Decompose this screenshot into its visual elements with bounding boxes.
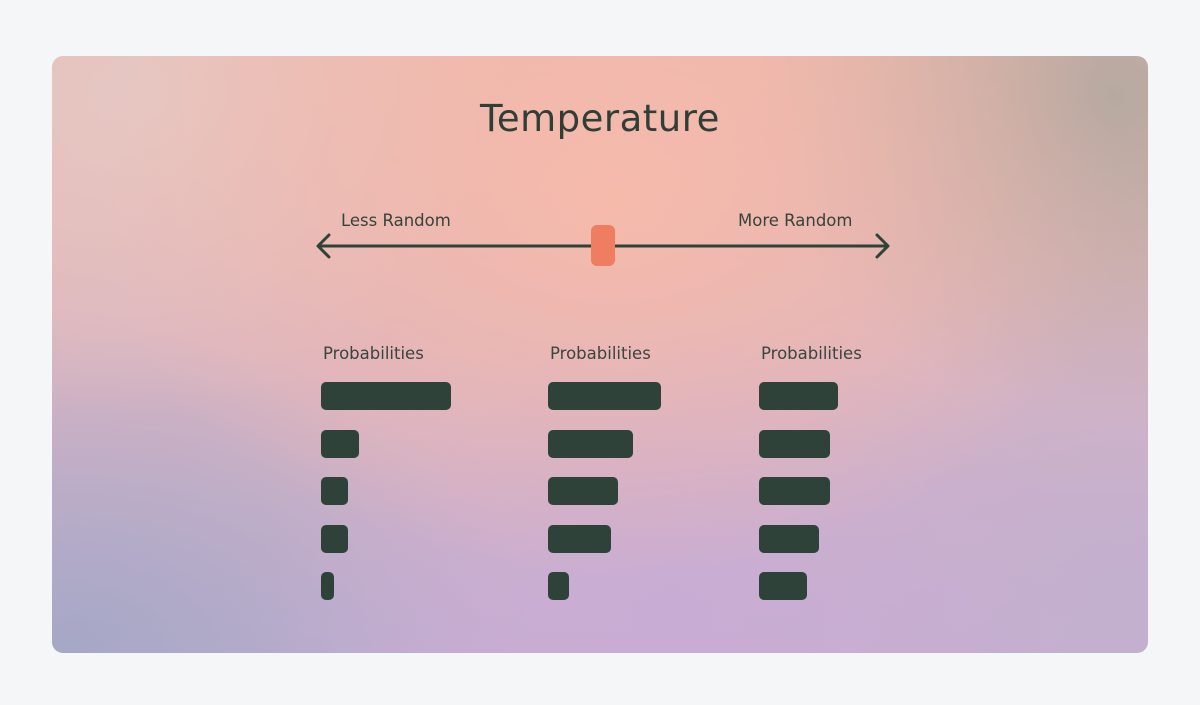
probability-bar bbox=[759, 525, 819, 553]
probabilities-column: Probabilities bbox=[548, 344, 661, 600]
probability-bar bbox=[321, 430, 359, 458]
probability-bar bbox=[548, 430, 633, 458]
temperature-diagram-card: Temperature Less Random More Random Prob… bbox=[52, 56, 1148, 653]
probability-bar bbox=[759, 430, 830, 458]
probability-bar bbox=[321, 382, 451, 410]
probabilities-label: Probabilities bbox=[550, 344, 651, 363]
probability-bar bbox=[548, 382, 661, 410]
probabilities-column: Probabilities bbox=[321, 344, 451, 600]
less-random-label: Less Random bbox=[341, 211, 451, 230]
temperature-slider-handle[interactable] bbox=[591, 225, 615, 266]
probability-bar bbox=[548, 477, 618, 505]
probabilities-label: Probabilities bbox=[323, 344, 424, 363]
probability-bar bbox=[548, 572, 569, 600]
probability-bar bbox=[548, 525, 611, 553]
arrow-left-icon bbox=[316, 233, 331, 259]
probability-bar bbox=[759, 572, 807, 600]
probability-bar bbox=[759, 382, 838, 410]
arrow-right-icon bbox=[875, 233, 890, 259]
probabilities-label: Probabilities bbox=[761, 344, 862, 363]
more-random-label: More Random bbox=[738, 211, 853, 230]
probability-bar bbox=[759, 477, 830, 505]
probability-bar bbox=[321, 477, 348, 505]
probabilities-column: Probabilities bbox=[759, 344, 862, 600]
probability-bar bbox=[321, 572, 334, 600]
diagram-title: Temperature bbox=[480, 97, 720, 140]
probability-bar bbox=[321, 525, 348, 553]
